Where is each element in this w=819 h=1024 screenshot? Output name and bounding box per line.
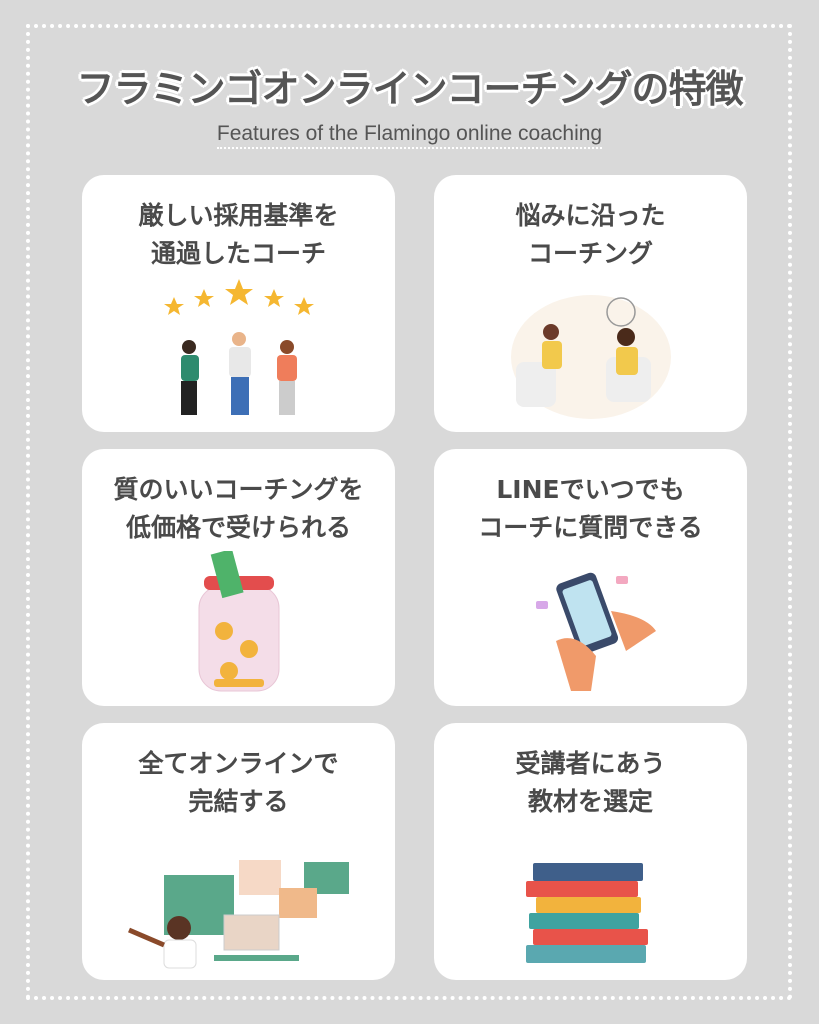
feature-label-line2: 低価格で受けられる xyxy=(125,513,351,542)
feature-label-line2: コーチに質問できる xyxy=(478,513,703,542)
feature-card-price: 質のいいコーチングを低価格で受けられる xyxy=(82,449,395,706)
feature-label: 悩みに沿ったコーチング xyxy=(434,197,747,273)
feature-label-line2: 完結する xyxy=(188,787,289,816)
feature-card-online: 全てオンラインで完結する xyxy=(82,723,395,980)
feature-label: 厳しい採用基準を通過したコーチ xyxy=(82,197,395,273)
feature-label-line1: 厳しい採用基準を xyxy=(138,201,339,230)
feature-label-line2: 教材を選定 xyxy=(527,787,653,816)
feature-label: LINEでいつでもコーチに質問できる xyxy=(434,471,747,547)
dotted-frame xyxy=(26,24,792,1000)
feature-label: 質のいいコーチングを低価格で受けられる xyxy=(82,471,395,547)
page-subtitle: Features of the Flamingo online coaching xyxy=(0,122,819,149)
feature-label: 受講者にあう教材を選定 xyxy=(434,745,747,821)
feature-label-line1: LINEでいつでも xyxy=(496,475,685,504)
feature-label-line1: 悩みに沿った xyxy=(515,201,666,230)
feature-label-line1: 受講者にあう xyxy=(515,749,666,778)
smartphone-chat-icon xyxy=(535,572,656,691)
feature-label-line2: コーチング xyxy=(527,239,653,268)
feature-card-line: LINEでいつでもコーチに質問できる xyxy=(434,449,747,706)
book-stack-icon xyxy=(525,863,648,963)
money-jar-icon xyxy=(198,551,279,692)
subtitle-text: Features of the Flamingo online coaching xyxy=(216,122,603,149)
feature-label: 全てオンラインで完結する xyxy=(82,745,395,821)
feature-card-coaches: 厳しい採用基準を通過したコーチ xyxy=(82,175,395,432)
page-title: フラミンゴオンラインコーチングの特徴 xyxy=(76,67,743,111)
feature-label-line2: 通過したコーチ xyxy=(150,239,326,268)
feature-card-materials: 受講者にあう教材を選定 xyxy=(434,723,747,980)
video-call-icon xyxy=(127,860,349,969)
feature-card-tailored: 悩みに沿ったコーチング xyxy=(434,175,747,432)
feature-label-line1: 全てオンラインで xyxy=(138,749,339,778)
feature-label-line1: 質のいいコーチングを xyxy=(113,475,364,504)
celebrating-people-stars-icon xyxy=(163,279,314,415)
counseling-session-icon xyxy=(510,295,671,419)
